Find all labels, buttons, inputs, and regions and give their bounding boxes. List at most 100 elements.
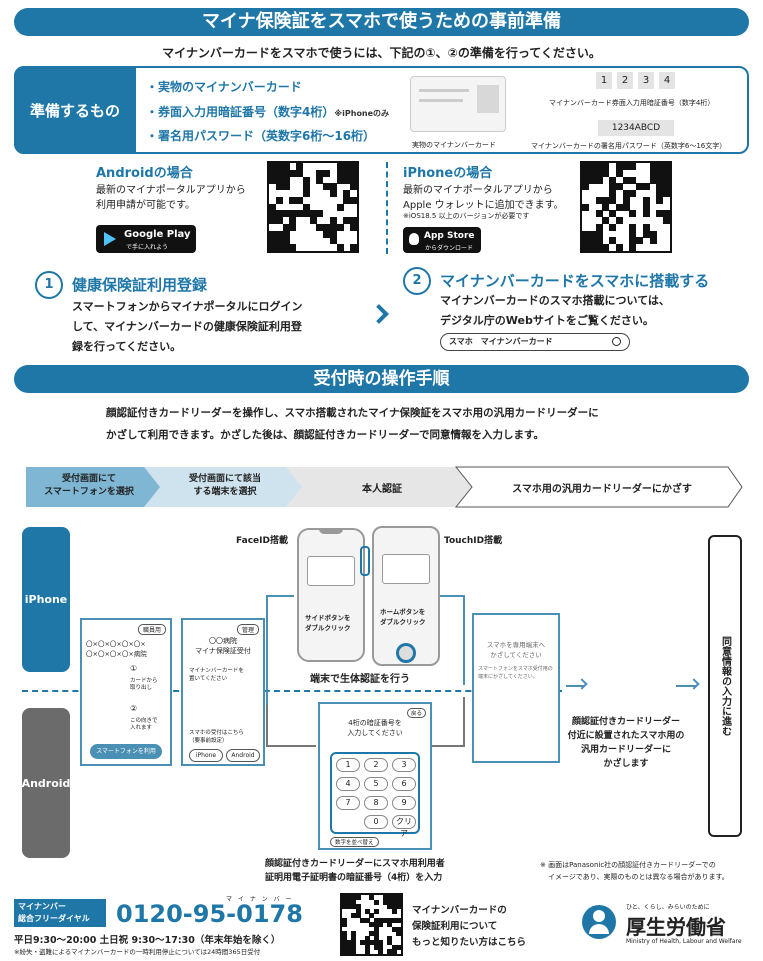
reader-caption-3: 汎用カードリーダーに: [580, 745, 671, 755]
screen-note-1: ※ 画面はPanasonic社の顔認証付きカードリーダーでの: [540, 861, 716, 869]
qr-module: [373, 940, 379, 946]
qr-module: [346, 899, 352, 905]
qr-module: [629, 223, 637, 231]
qr-module: [595, 223, 603, 231]
pin-key[interactable]: 6: [392, 777, 416, 791]
pin-key[interactable]: 7: [336, 796, 360, 810]
qr-module: [346, 940, 352, 946]
qr-module: [351, 931, 357, 937]
flow-step-4-shape: [454, 466, 743, 508]
qr-module: [373, 944, 379, 950]
app-store-button[interactable]: App Store からダウンロード: [403, 227, 481, 253]
qr-module: [615, 203, 623, 211]
screen1-row1: 〇×〇×〇×〇×〇×: [86, 640, 146, 648]
info-line1: マイナンバーカードの: [412, 905, 507, 916]
qr-module: [663, 210, 671, 218]
qr-module: [275, 210, 283, 218]
qr-module: [364, 908, 370, 914]
connector-line: [463, 595, 465, 685]
reader-screen-1: 職員用 〇×〇×〇×〇×〇× 〇×〇×〇×〇×病院 ① カードから 取り出し ②…: [80, 618, 172, 766]
screen1-step1-a: カードから: [130, 678, 158, 684]
arrow-right-icon-head: [688, 678, 700, 690]
iphone-qr-code[interactable]: [580, 161, 672, 253]
pin-clear-key[interactable]: クリア: [392, 815, 416, 838]
qr-module: [351, 949, 357, 955]
qr-module: [642, 203, 650, 211]
flow-step-2-shape: [144, 467, 304, 507]
qr-module: [609, 190, 617, 198]
qr-module: [316, 210, 324, 218]
qr-module: [323, 230, 331, 238]
select-iphone-button[interactable]: iPhone: [189, 749, 223, 762]
qr-module: [350, 196, 358, 204]
pin-key[interactable]: 0: [364, 815, 388, 829]
qr-module: [582, 203, 589, 211]
qr-module: [329, 237, 337, 245]
qr-module: [373, 917, 379, 923]
qr-module: [342, 949, 347, 955]
search-box[interactable]: スマホ マイナンバーカード: [440, 333, 630, 351]
qr-module: [656, 183, 664, 191]
pin-keypad: 1 2 3 4 5 6 7 8 9 0 クリア: [330, 752, 420, 838]
qr-module: [350, 244, 358, 252]
reader-caption-1: 顔認証付きカードリーダー: [571, 717, 680, 727]
qr-module: [391, 908, 397, 914]
qr-module: [282, 210, 290, 218]
qr-module: [629, 237, 637, 245]
pin-key[interactable]: 4: [336, 777, 360, 791]
qr-module: [282, 223, 290, 231]
qr-module: [289, 196, 297, 204]
use-smartphone-button[interactable]: スマートフォンを利用: [90, 744, 162, 759]
qr-module: [378, 917, 384, 923]
qr-module: [387, 940, 393, 946]
qr-module: [269, 169, 276, 177]
phone-number[interactable]: 0120-95-0178: [116, 900, 303, 928]
bio-auth-caption: 端末で生体認証を行う: [310, 674, 410, 685]
qr-module: [269, 217, 276, 225]
screen3-text4: 端末にかざしてください。: [478, 674, 538, 680]
pin-key[interactable]: 8: [364, 796, 388, 810]
qr-module: [323, 169, 331, 177]
select-android-button[interactable]: Android: [226, 749, 260, 762]
notch: [319, 528, 343, 534]
back-button[interactable]: 戻る: [406, 708, 426, 718]
procedure-title: 受付時の操作手順: [313, 369, 450, 389]
flow-bar: [26, 466, 743, 508]
android-qr-code[interactable]: [267, 161, 359, 253]
hours: 平日9:30〜20:00 土日祝 9:30〜17:30（年末年始を除く）: [14, 935, 281, 946]
step1-line1: スマートフォンからマイナポータルにログイン: [72, 300, 303, 313]
flow-step-4: スマホ用の汎用カードリーダーにかざす: [512, 484, 692, 495]
pin-key[interactable]: 3: [392, 758, 416, 772]
pin-key[interactable]: 5: [364, 777, 388, 791]
pin-key[interactable]: 1: [336, 758, 360, 772]
header-banner: マイナ保険証をスマホで使うための事前準備: [14, 8, 749, 36]
search-text: スマホ マイナンバーカード: [449, 337, 553, 346]
qr-module: [351, 904, 357, 910]
play-icon: [104, 232, 116, 246]
prep-item-card: ・実物のマイナンバーカード: [146, 80, 302, 94]
pin-key[interactable]: 2: [364, 758, 388, 772]
qr-module: [602, 163, 610, 170]
qr-module: [615, 217, 623, 225]
qr-module: [336, 169, 344, 177]
flow-step-2-line1: 受付画面にて該当: [188, 474, 261, 484]
flow-step-1-line2: スマートフォンを選択: [44, 487, 134, 497]
qr-module: [373, 922, 379, 928]
qr-module: [582, 230, 589, 238]
shuffle-keys-button[interactable]: 数字を並べ替え: [330, 837, 379, 847]
qr-module: [642, 196, 650, 204]
pin-key[interactable]: 9: [392, 796, 416, 810]
screen1-step2-b: 入れます: [130, 725, 153, 731]
qr-module: [289, 169, 297, 177]
info-line3: もっと知りたい方はこちら: [412, 937, 527, 948]
qr-module: [622, 163, 630, 170]
qr-module: [615, 169, 623, 177]
google-play-button[interactable]: Google Play で手に入れよう: [96, 225, 196, 253]
flow-step-1-shape: [26, 467, 162, 507]
iphone-lane-label: iPhone: [22, 527, 70, 672]
info-qr-code[interactable]: [340, 893, 403, 956]
qr-module: [275, 163, 283, 170]
qr-module: [302, 183, 310, 191]
step1-number-text: 1: [44, 277, 54, 292]
screen1-step2-num: ②: [130, 704, 138, 713]
